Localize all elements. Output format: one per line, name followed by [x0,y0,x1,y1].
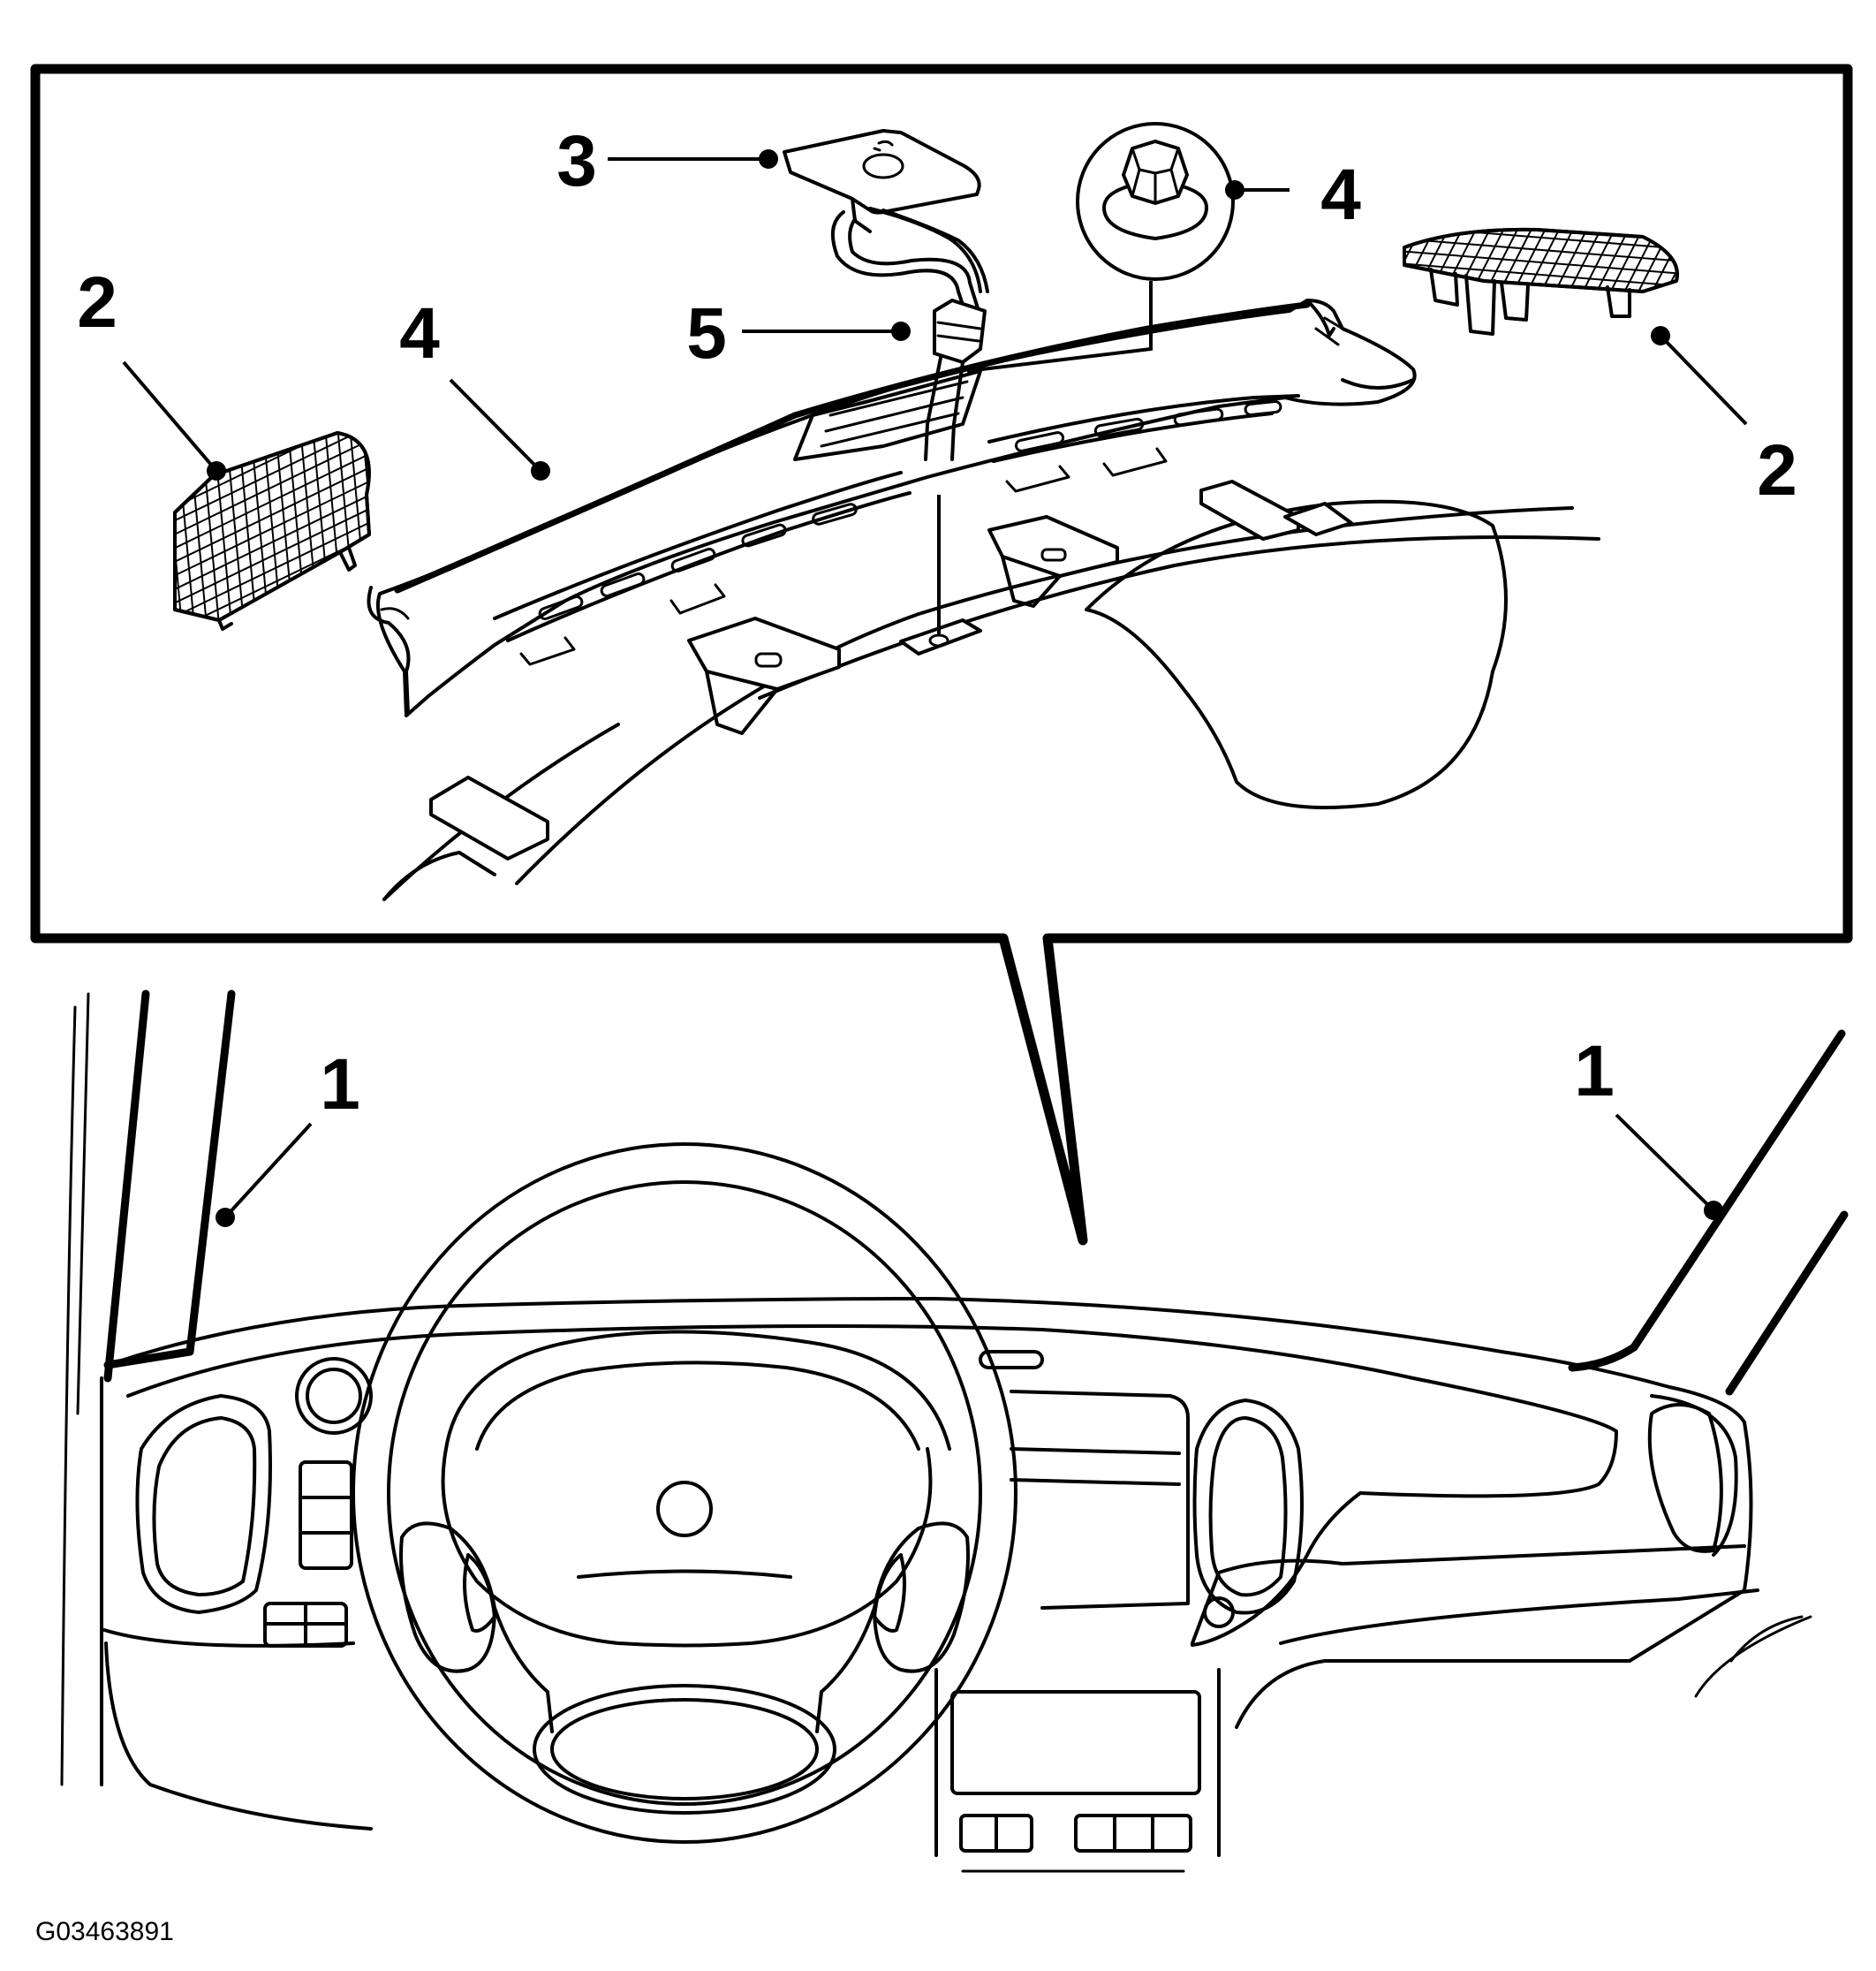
callout-1-right: 1 [1574,1031,1615,1111]
dash-carrier-structure [382,480,1600,901]
sensor-bracket [783,129,981,233]
speaker-grille-right [1403,227,1679,336]
instrument-panel [100,1297,1812,1831]
steering-wheel [352,1142,1017,1844]
nut-detail [966,122,1235,373]
leader-lines [122,149,1748,1227]
bracket-lower [429,776,549,860]
left-vent [135,1394,272,1614]
dashboard-top-panel [367,299,1417,717]
bracket-center [987,515,1119,578]
callout-4-panel: 4 [399,293,440,374]
callout-2-left: 2 [77,262,117,343]
wiring-harness [830,207,989,461]
callout-3: 3 [556,121,597,201]
small-gauge [295,1357,373,1435]
bracket-right [1199,480,1300,541]
figure-id: G03463891 [35,1917,174,1946]
callout-1-left: 1 [320,1044,360,1125]
center-console [934,1350,1304,1873]
left-switch-stack [263,1460,353,1648]
callout-2-right: 2 [1757,430,1797,511]
detail-frame [30,64,1853,1246]
callout-5: 5 [686,293,727,374]
callout-4-nut: 4 [1320,155,1361,235]
a-pillar-left [60,989,236,1786]
